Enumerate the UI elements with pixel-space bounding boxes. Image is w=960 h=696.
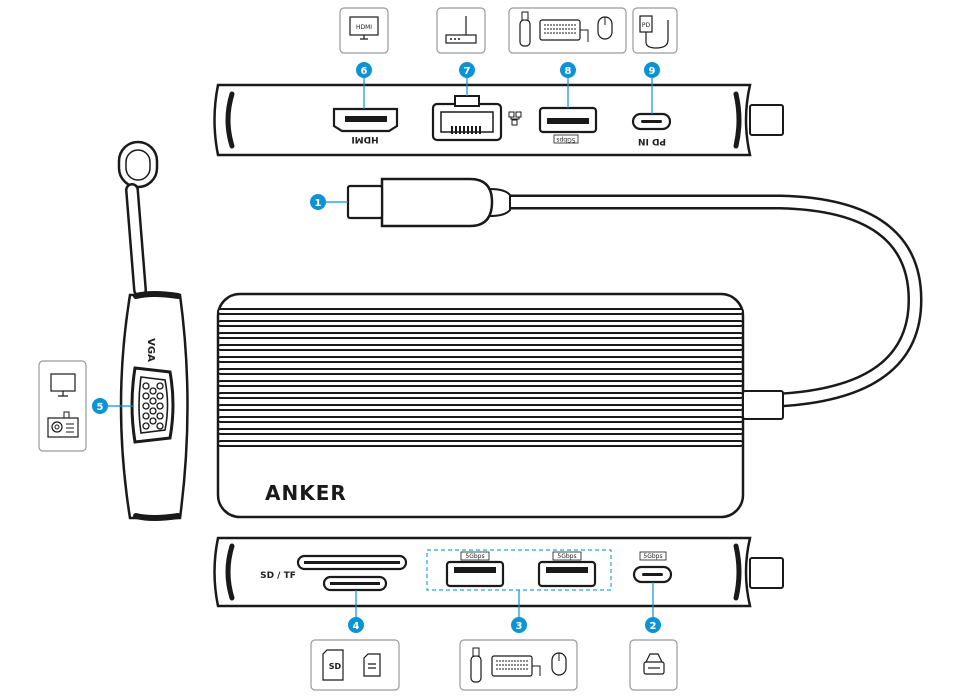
heat-sink-fin: [217, 428, 744, 435]
heat-sink-fin: [217, 344, 744, 351]
usb-c-data-port: 5Gbps: [632, 551, 673, 584]
callout-6: 6: [356, 62, 372, 78]
usb-a-port-1: 5Gbps: [445, 551, 505, 588]
usb-a-port-2: 5Gbps: [537, 551, 597, 588]
vga-monitor-projector-icon: [38, 360, 87, 452]
vga-pin: [142, 382, 150, 390]
callout-4: 4: [348, 617, 364, 633]
usb-keyboard-mouse-icon: [508, 7, 627, 54]
pd-icon-label: PD: [642, 22, 651, 29]
callout-3-number: 3: [516, 621, 523, 632]
callout-2-number: 2: [650, 621, 657, 632]
callout-5: 5: [92, 398, 108, 414]
external-drive-icon: [629, 639, 678, 691]
sd-tf-slots: [296, 554, 408, 592]
usb-c-pd-port: PD IN: [631, 112, 672, 146]
usb-c-speed: 5Gbps: [643, 553, 662, 560]
hdmi-icon-label: HDMI: [356, 24, 372, 31]
pd-in-label: PD IN: [638, 136, 666, 146]
sd-tf-label: SD / TF: [260, 571, 296, 581]
callout-6-number: 6: [361, 66, 368, 77]
callout-8-number: 8: [565, 66, 572, 77]
vga-pin: [156, 382, 164, 390]
heat-sink-fin: [217, 392, 744, 399]
vga-pin: [149, 397, 157, 405]
heat-sink-fin: [217, 356, 744, 363]
vga-port: [130, 366, 175, 444]
vga-pin: [156, 392, 164, 400]
hdmi-port-label: HDMI: [351, 134, 378, 144]
heat-sink-fin: [217, 404, 744, 411]
usb-a-top-speed: 5Gbps: [556, 136, 575, 143]
power-adapter-icon: PD: [632, 7, 678, 54]
sd-card-icon: SD: [310, 639, 400, 691]
brand-logo: ANKER: [265, 481, 347, 505]
vga-pin: [156, 402, 164, 410]
callout-1-number: 1: [315, 198, 322, 209]
usb-a-1-speed: 5Gbps: [465, 553, 484, 560]
left-side-view: VGA: [117, 140, 189, 521]
vga-pin: [149, 387, 157, 395]
callout-3: 3: [511, 617, 527, 633]
callout-9-number: 9: [649, 66, 656, 77]
vga-pin: [142, 422, 150, 430]
callout-8: 8: [560, 62, 576, 78]
vga-pin: [149, 407, 157, 415]
usb-c-cable: [346, 177, 923, 408]
usb-a-devices-icon: [459, 639, 578, 691]
hdmi-monitor-icon: HDMI: [339, 7, 389, 54]
callout-4-number: 4: [353, 621, 360, 632]
usb-c-plug: [346, 184, 384, 220]
top-side-view: HDMI 5Gbps PD IN: [213, 83, 784, 157]
usb-a-2-speed: 5Gbps: [557, 553, 576, 560]
hub-body: ANKER: [216, 292, 784, 519]
callout-9: 9: [644, 62, 660, 78]
router-icon: [436, 7, 486, 54]
heat-sink-fin: [217, 416, 744, 423]
heat-sink-fin: [217, 440, 744, 447]
heat-sink-fin: [217, 368, 744, 375]
vga-pin: [142, 412, 150, 420]
bottom-side-view: SD / TF 5Gbps 5Gbps 5Gbps: [213, 536, 784, 608]
callout-1: 1: [310, 194, 326, 210]
vga-pin: [156, 422, 164, 430]
callout-markers: 1 2 3 4 5 6 7 8: [92, 62, 661, 633]
vga-pin: [149, 417, 157, 425]
callout-2: 2: [645, 617, 661, 633]
vga-pin: [142, 392, 150, 400]
vga-pin: [156, 412, 164, 420]
ethernet-port: [431, 95, 522, 142]
callout-7-number: 7: [464, 66, 471, 77]
heat-sink-fin: [217, 380, 744, 387]
callout-7: 7: [459, 62, 475, 78]
heat-sink-fin: [217, 332, 744, 339]
heat-sink-fin: [217, 320, 744, 327]
vga-pin: [142, 402, 150, 410]
heat-sink-fin: [217, 308, 744, 315]
vga-label: VGA: [145, 338, 156, 362]
usb-a-top-port: 5Gbps: [538, 106, 598, 144]
sd-icon-label: SD: [329, 662, 342, 671]
callout-5-number: 5: [97, 402, 104, 413]
